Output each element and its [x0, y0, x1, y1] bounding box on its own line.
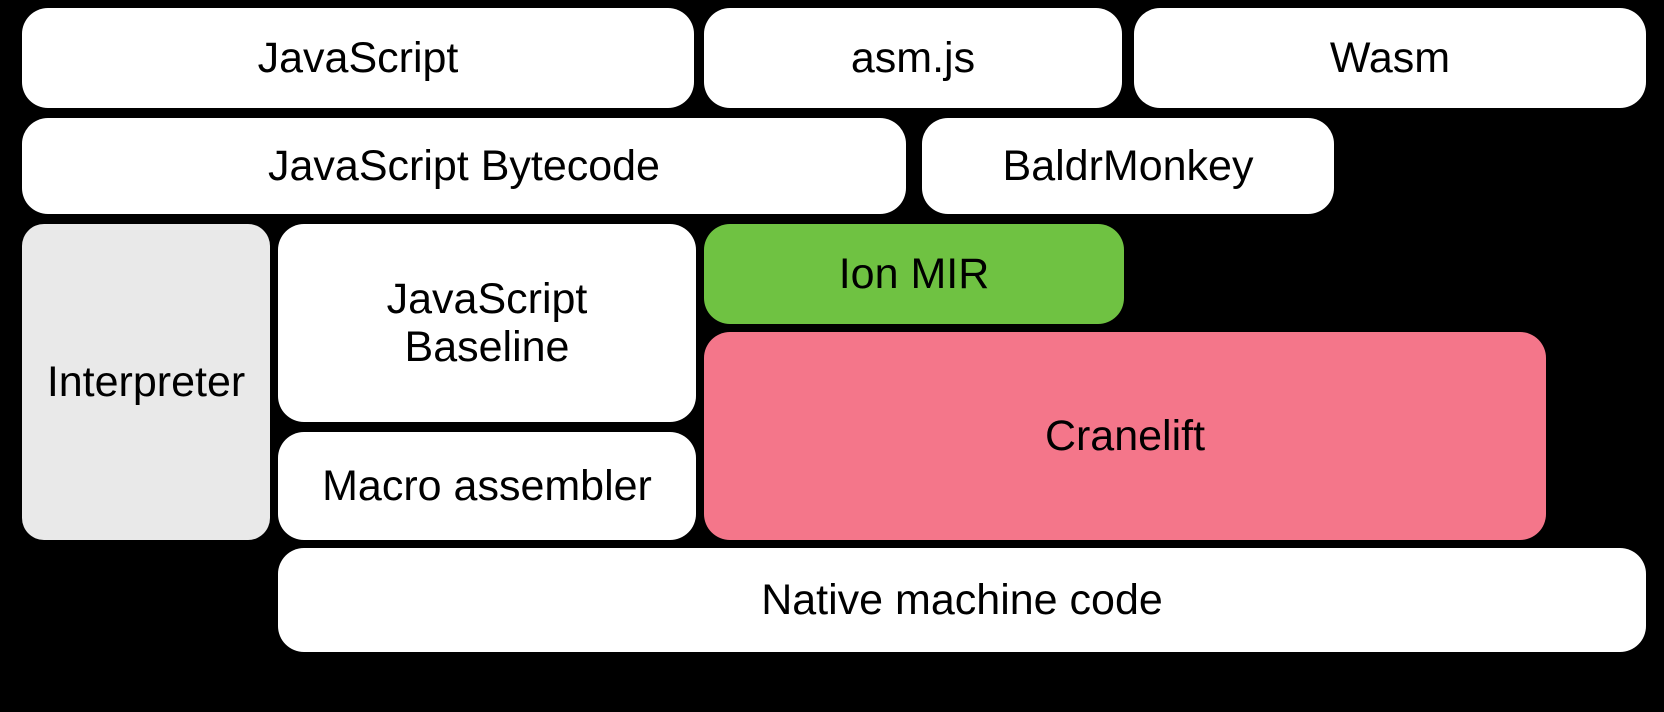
node-baldrmonkey: BaldrMonkey: [922, 118, 1334, 214]
node-javascript-baseline: JavaScript Baseline: [278, 224, 696, 422]
node-wasm: Wasm: [1134, 8, 1646, 108]
node-interpreter: Interpreter: [22, 224, 270, 540]
node-ion-mir: Ion MIR: [704, 224, 1124, 324]
node-javascript: JavaScript: [22, 8, 694, 108]
node-macro-assembler: Macro assembler: [278, 432, 696, 540]
node-javascript-bytecode: JavaScript Bytecode: [22, 118, 906, 214]
node-asm-js: asm.js: [704, 8, 1122, 108]
node-cranelift: Cranelift: [704, 332, 1546, 540]
node-native-machine-code: Native machine code: [278, 548, 1646, 652]
